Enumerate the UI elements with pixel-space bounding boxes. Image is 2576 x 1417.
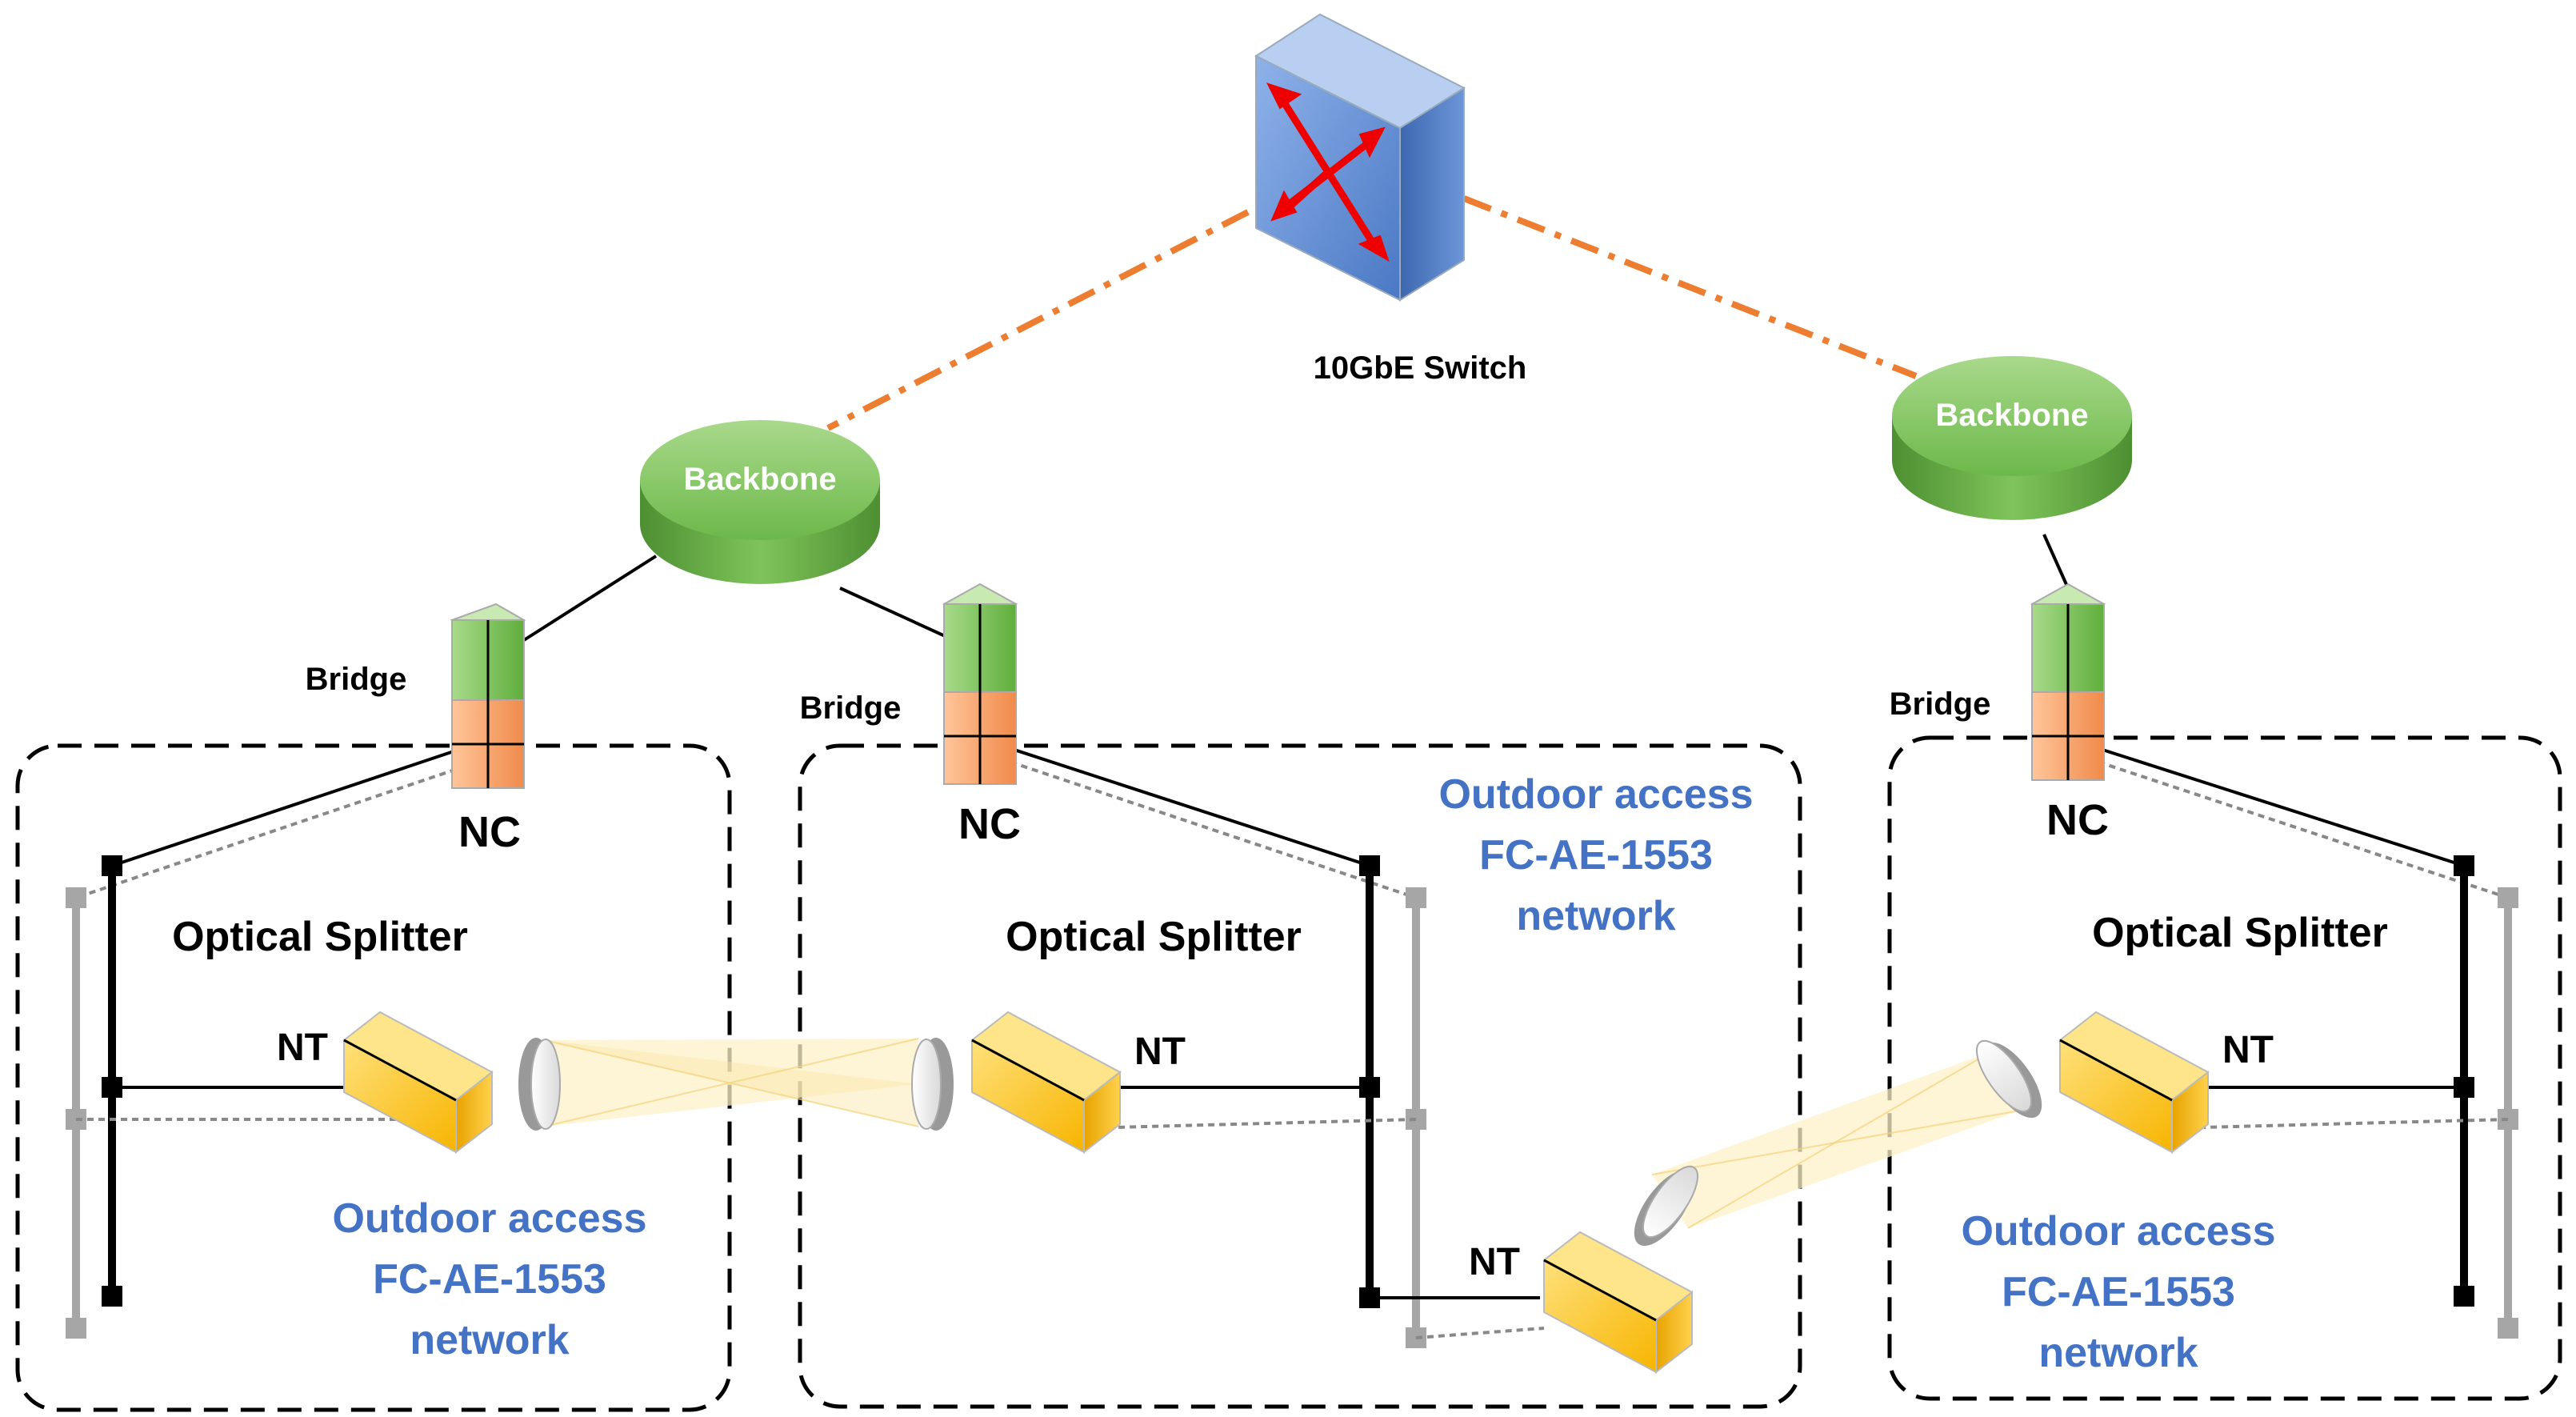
- backbone-right: Backbone: [1892, 356, 2132, 520]
- terminal-box-icon: [1542, 1231, 1694, 1375]
- nc-label-left: NC: [458, 808, 521, 856]
- network-name-right-2: FC-AE-1553: [2002, 1269, 2235, 1315]
- network-name-right-3: network: [2038, 1330, 2198, 1376]
- network-name-left-1: Outdoor access: [332, 1195, 646, 1242]
- backbone-label-right: Backbone: [1935, 398, 2088, 433]
- nc-label-middle: NC: [958, 800, 1021, 848]
- nt-middle: [911, 1011, 1122, 1155]
- splitter-label-middle: Optical Splitter: [1006, 914, 1302, 960]
- backbone-label-left: Backbone: [683, 462, 836, 497]
- terminal-box-icon: [342, 1011, 494, 1155]
- network-switch-icon: [1254, 13, 1466, 302]
- router-disk-icon: [1892, 356, 2132, 520]
- network-name-right-1: Outdoor access: [1961, 1208, 2275, 1255]
- router-disk-icon: [640, 420, 880, 584]
- optical-splitter-left: [66, 855, 122, 1339]
- network-name-middle-3: network: [1516, 893, 1675, 939]
- bridge-stack-icon: [942, 582, 1018, 785]
- bridge-stack-icon: [2030, 582, 2106, 781]
- bridge-label-left: Bridge: [306, 662, 407, 697]
- nt-label-right: NT: [2222, 1029, 2274, 1071]
- network-area-right: [1887, 735, 2562, 1401]
- nt-label-middle: NT: [1134, 1031, 1186, 1073]
- network-name-middle-2: FC-AE-1553: [1479, 832, 1713, 879]
- backbone-left: Backbone: [640, 420, 880, 584]
- nt-links: [76, 1086, 2509, 1339]
- terminal-box-icon: [970, 1011, 1122, 1155]
- optical-lens-icon: [911, 1038, 954, 1131]
- nc-label-right: NC: [2046, 796, 2109, 844]
- bridge-middle: [942, 582, 1018, 785]
- bridge-label-middle: Bridge: [800, 690, 902, 726]
- nt-label-left: NT: [277, 1027, 328, 1069]
- network-name-left-2: FC-AE-1553: [373, 1256, 606, 1303]
- splitter-label-right: Optical Splitter: [2092, 910, 2388, 956]
- uplinks: [826, 195, 1918, 431]
- bridge-left: [450, 602, 526, 789]
- nt-left: [342, 1011, 561, 1155]
- bridge-stack-icon: [450, 602, 526, 789]
- optical-lens-icon: [1634, 1165, 1699, 1247]
- switch-label: 10GbE Switch: [1314, 350, 1527, 386]
- nt-label-middle-bottom: NT: [1469, 1241, 1520, 1283]
- network-area-left: [15, 743, 732, 1412]
- optical-lens-icon: [1975, 1039, 2042, 1119]
- terminal-box-icon: [2058, 1011, 2210, 1155]
- optical-splitter-right: [2454, 855, 2518, 1339]
- network-area-middle: [798, 743, 1802, 1409]
- nt-middle-bottom: [1542, 1165, 1699, 1375]
- optical-lens-icon: [518, 1038, 561, 1131]
- nt-right: [1975, 1011, 2210, 1155]
- splitter-label-left: Optical Splitter: [172, 914, 468, 960]
- bridge-label-right: Bridge: [1890, 686, 1991, 722]
- optical-beams: [543, 1038, 2021, 1229]
- network-name-left-3: network: [410, 1317, 569, 1363]
- nc-links: [75, 741, 2509, 899]
- optical-splitter-middle: [1359, 855, 1426, 1348]
- bridge-right: [2030, 582, 2106, 781]
- network-name-middle-1: Outdoor access: [1438, 771, 1753, 818]
